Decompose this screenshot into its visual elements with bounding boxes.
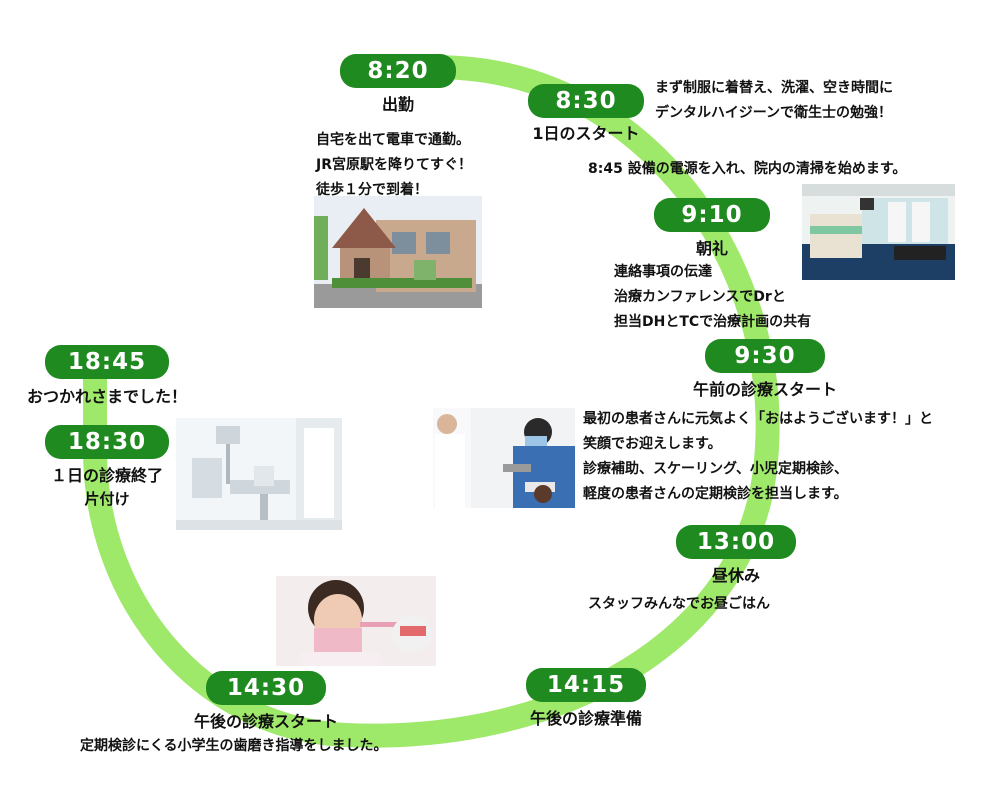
note-0930: 最初の患者さんに元気よく「おはようございます！」と 笑顔でお迎えします。 診療補… <box>583 407 933 507</box>
event-title-1830: １日の診療終了 <box>50 466 163 485</box>
time-pill-0930: 9:30 <box>705 339 825 373</box>
time-pill-1415: 14:15 <box>526 668 646 702</box>
time-pill-0820: 8:20 <box>340 54 456 88</box>
treatment-room-photo <box>176 418 342 530</box>
event-title-1300: 昼休み <box>711 566 760 585</box>
event-title-0820: 出勤 <box>381 95 414 114</box>
reception-lobby-image <box>802 184 955 280</box>
treatment-room-image <box>176 418 342 530</box>
note-0930-line-2: 笑顔でお迎えします。 <box>583 436 722 452</box>
reception-lobby-photo <box>802 184 955 280</box>
dental-treatment-image <box>433 408 575 508</box>
time-pill-0910: 9:10 <box>654 198 770 232</box>
note-0910: 連絡事項の伝達 治療カンファレンスでDrと 担当DHとTCで治療計画の共有 <box>614 260 811 335</box>
event-sub-1830: 片付け <box>84 490 130 508</box>
event-title-1430: 午後の診療スタート <box>193 712 338 731</box>
note-0910-line-2: 治療カンファレンスでDrと <box>614 289 786 305</box>
time-pill-1830: 18:30 <box>45 425 169 459</box>
note-0910-line-1: 連絡事項の伝達 <box>614 264 712 280</box>
clinic-building-image <box>314 196 482 308</box>
hygienist-toothbrush-image <box>276 576 436 666</box>
note-0820: 自宅を出て電車で通勤。 JR宮原駅を降りてすぐ！ 徒歩１分で到着！ <box>316 128 472 203</box>
clinic-building-photo <box>314 196 482 308</box>
note-1430: 定期検診にくる小学生の歯磨き指導をしました。 <box>80 738 388 754</box>
ring-arc <box>83 55 780 748</box>
time-pill-1300: 13:00 <box>676 525 796 559</box>
note-0930-line-3: 診療補助、スケーリング、小児定期検診、 <box>583 461 849 477</box>
note-0830-line-1: まず制服に着替え、洗濯、空き時間に <box>655 80 893 96</box>
event-title-1845: おつかれさまでした！ <box>26 387 187 406</box>
time-pill-0830: 8:30 <box>528 84 644 118</box>
note-0830-line-2: デンタルハイジーンで衛生士の勉強！ <box>655 105 893 121</box>
event-title-0930: 午前の診療スタート <box>692 380 837 399</box>
event-title-1415: 午後の診療準備 <box>529 709 642 728</box>
time-pill-1430: 14:30 <box>206 671 326 705</box>
event-title-0830: 1日のスタート <box>532 124 640 143</box>
time-pill-1845: 18:45 <box>45 345 169 379</box>
note-0930-line-4: 軽度の患者さんの定期検診を担当します。 <box>583 486 848 502</box>
hygienist-toothbrush-photo <box>276 576 436 666</box>
dental-treatment-photo <box>433 408 575 508</box>
note-0910-line-3: 担当DHとTCで治療計画の共有 <box>614 314 812 330</box>
note-0820-line-1: 自宅を出て電車で通勤。 <box>316 132 470 148</box>
note-0930-line-1: 最初の患者さんに元気よく「おはようございます！」と <box>583 411 933 427</box>
note-0845: 8:45 設備の電源を入れ、院内の清掃を始めます。 <box>588 161 907 177</box>
note-0820-line-3: 徒歩１分で到着！ <box>316 182 428 198</box>
note-0830: まず制服に着替え、洗濯、空き時間に デンタルハイジーンで衛生士の勉強！ <box>655 76 893 126</box>
event-title-0910: 朝礼 <box>695 239 728 258</box>
note-0820-line-2: JR宮原駅を降りてすぐ！ <box>316 157 472 173</box>
note-1300: スタッフみんなでお昼ごはん <box>588 596 770 612</box>
